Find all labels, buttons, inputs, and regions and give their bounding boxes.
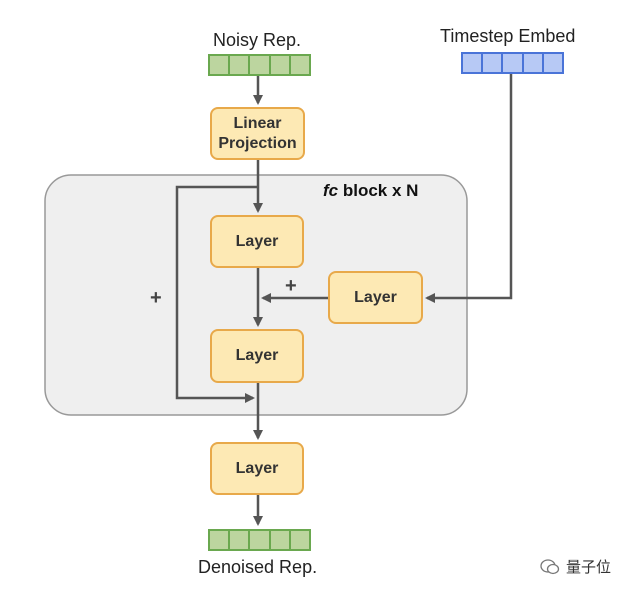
fc-block-title: fc block x N xyxy=(323,181,418,201)
residual-skip-path xyxy=(175,185,258,403)
timestep-embed-label: Timestep Embed xyxy=(440,26,576,46)
layer-box-out-label: Layer xyxy=(235,459,279,477)
denoised-rep-vector xyxy=(208,529,312,551)
fc-block-title-italic: fc xyxy=(323,181,339,200)
timestep-embed-vector xyxy=(461,52,565,74)
linear-projection-label: Linear Projection xyxy=(218,114,297,152)
timestep-plus: + xyxy=(285,275,297,297)
residual-plus: + xyxy=(150,287,162,309)
layer-box-1-label: Layer xyxy=(235,232,279,250)
linear-projection-box: Linear Projection xyxy=(210,107,305,160)
watermark: 量子位 xyxy=(540,556,611,577)
layer-box-2: Layer xyxy=(210,329,304,383)
wechat-icon xyxy=(540,558,560,574)
arrow-timestep-to-side-layer xyxy=(425,74,513,303)
fc-block-region xyxy=(44,174,468,416)
layer-box-side-label: Layer xyxy=(354,288,397,306)
layer-box-1: Layer xyxy=(210,215,304,268)
fc-block-title-rest: block x N xyxy=(338,181,419,200)
layer-box-side: Layer xyxy=(328,271,423,324)
layer-box-out: Layer xyxy=(210,442,304,495)
denoised-rep-label: Denoised Rep. xyxy=(198,557,318,577)
layer-box-2-label: Layer xyxy=(235,347,279,364)
watermark-text: 量子位 xyxy=(566,559,612,576)
noisy-rep-label: Noisy Rep. xyxy=(213,30,302,50)
noisy-rep-vector xyxy=(208,54,312,76)
